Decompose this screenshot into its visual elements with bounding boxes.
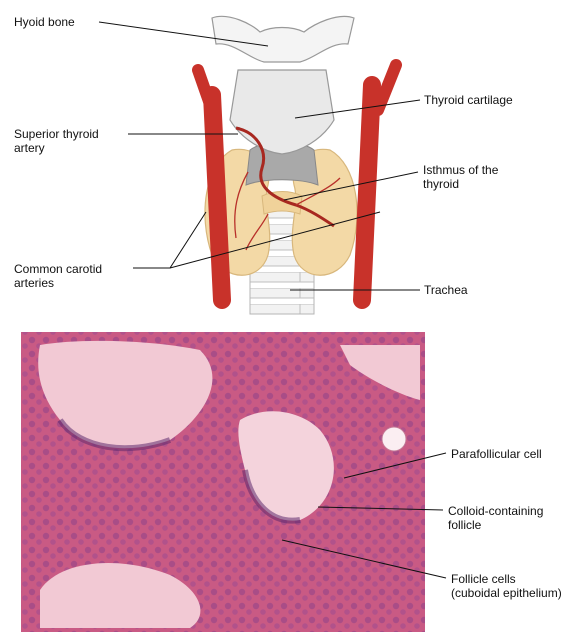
label-superior-thyroid-artery: Superior thyroid artery: [14, 127, 99, 155]
thyroid-cartilage-shape: [230, 70, 334, 154]
thyroid-isthmus: [262, 192, 302, 215]
common-carotid-leader-left: [133, 212, 206, 268]
thyroid-micrograph: [21, 332, 425, 632]
right-external-carotid: [378, 65, 396, 110]
label-colloid-containing-follicle: Colloid-containing follicle: [448, 504, 543, 532]
label-thyroid-cartilage: Thyroid cartilage: [424, 93, 513, 107]
left-external-carotid: [198, 70, 212, 110]
right-common-carotid-artery: [362, 85, 372, 300]
label-parafollicular-cell: Parafollicular cell: [451, 447, 542, 461]
vacuole: [382, 427, 406, 451]
label-isthmus-of-the-thyroid: Isthmus of the thyroid: [423, 163, 498, 191]
label-hyoid-bone: Hyoid bone: [14, 15, 75, 29]
label-trachea: Trachea: [424, 283, 468, 297]
neck-anatomy-illustration: [198, 16, 396, 314]
label-common-carotid-arteries: Common carotid arteries: [14, 262, 102, 290]
left-common-carotid-artery: [212, 95, 222, 300]
label-follicle-cells: Follicle cells (cuboidal epithelium): [451, 572, 562, 600]
hyoid-bone-shape: [212, 16, 354, 62]
